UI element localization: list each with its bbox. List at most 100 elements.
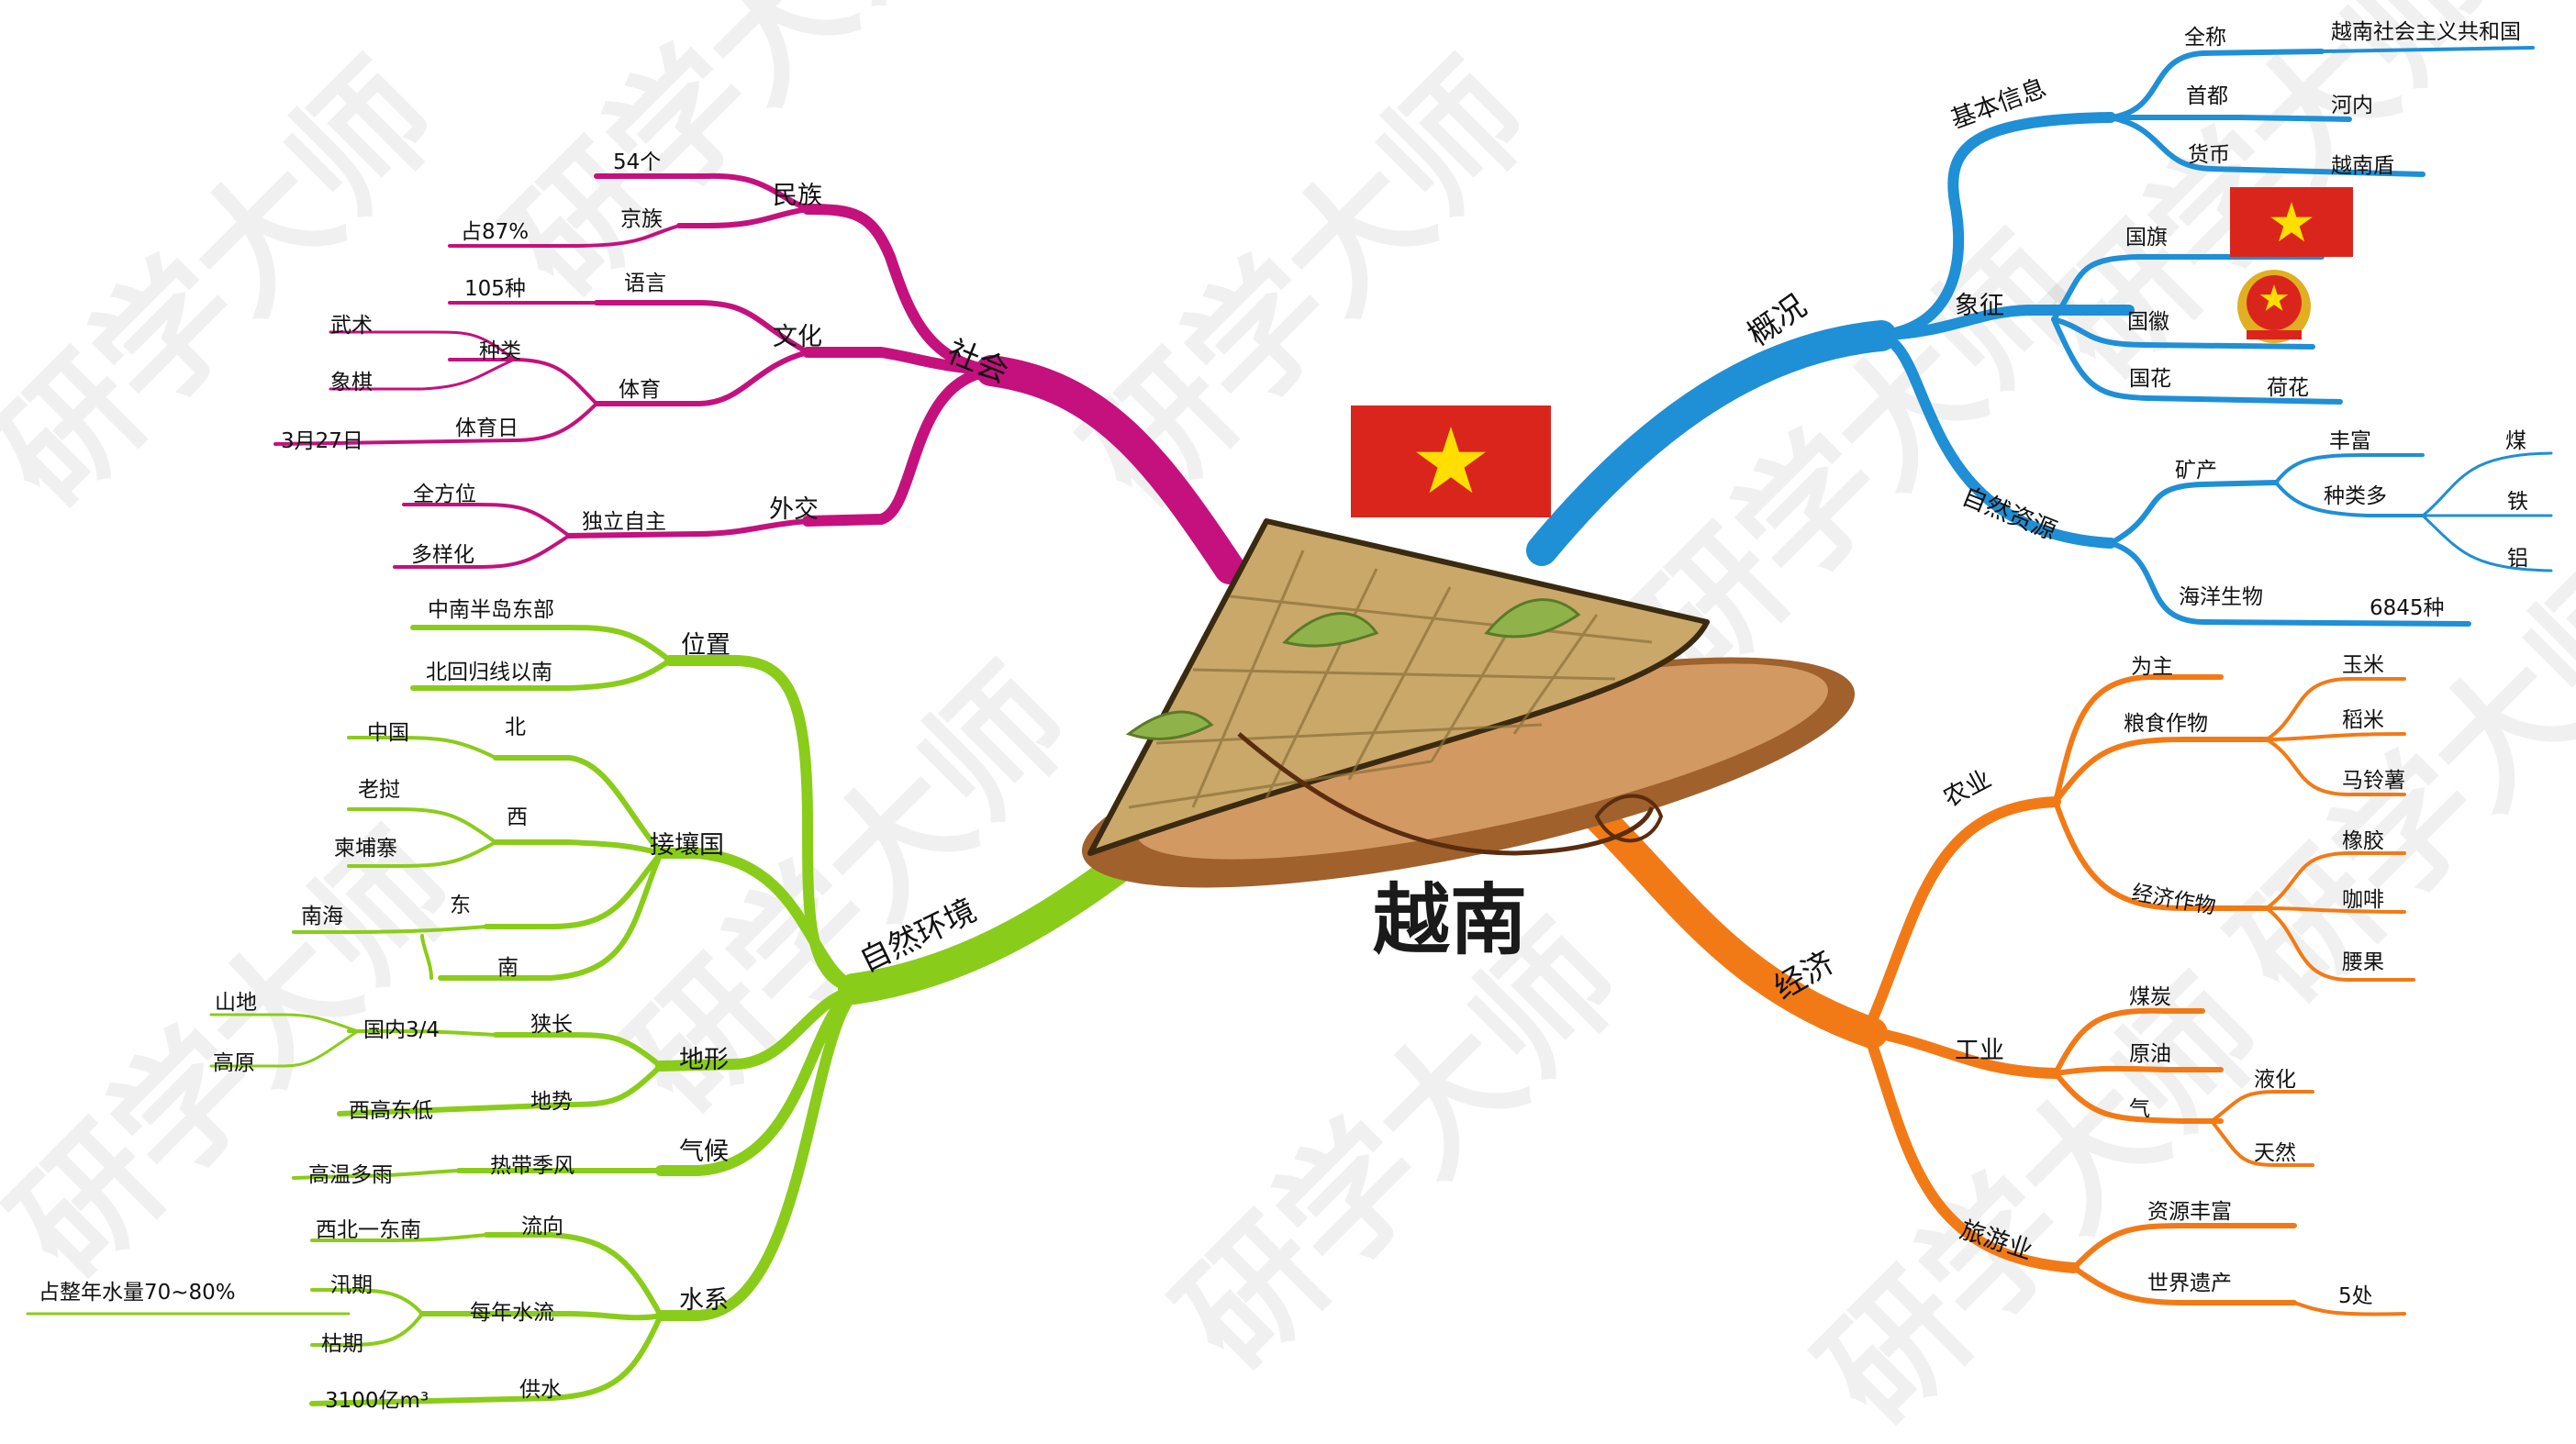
flood-label: 汛期 — [330, 1273, 373, 1297]
all-round-label: 全方位 — [413, 483, 476, 506]
currency-label: 货币 — [2188, 143, 2230, 167]
natural-label: 天然 — [2254, 1141, 2296, 1165]
nature-labels: 自然环境 位置 中南半岛东部 北回归线以南 接壤国 北 中国 西 老挝 柬埔寨 … — [39, 598, 982, 1413]
water-label: 水系 — [679, 1286, 729, 1315]
full-name-value: 越南社会主义共和国 — [2331, 20, 2521, 44]
kinh-share: 占87% — [461, 220, 529, 244]
neighbors-label: 接壤国 — [650, 831, 724, 860]
trend-value: 西高东低 — [349, 1099, 433, 1123]
marine-label: 海洋生物 — [2179, 585, 2263, 609]
flood-share: 占整年水量70~80% — [39, 1281, 236, 1305]
many-kinds-label: 种类多 — [2324, 484, 2387, 508]
terrain-label: 地形 — [679, 1046, 729, 1074]
china-label: 中国 — [367, 721, 409, 745]
south-sea-label: 南海 — [301, 905, 343, 928]
rice-label: 稻米 — [2342, 708, 2384, 732]
language-value: 105种 — [464, 277, 526, 301]
full-name-label: 全称 — [2184, 26, 2226, 50]
terrain-share: 国内3/4 — [363, 1018, 440, 1042]
aluminum-label: 铝 — [2507, 547, 2528, 571]
sports-label: 体育 — [619, 378, 661, 402]
symbol-label: 象征 — [1955, 292, 2004, 320]
center-title: 越南 — [1373, 874, 1527, 965]
chess-label: 象棋 — [330, 371, 373, 394]
coffee-label: 咖啡 — [2342, 888, 2384, 912]
location-value-1: 中南半岛东部 — [428, 598, 554, 622]
supply-value: 3100亿m³ — [325, 1389, 429, 1413]
main-label: 为主 — [2131, 655, 2173, 679]
corn-label: 玉米 — [2342, 653, 2384, 677]
watermark-8: 研学大师 — [1149, 897, 1651, 1399]
west-label: 西 — [507, 805, 528, 829]
capital-value: 河内 — [2331, 94, 2373, 117]
agriculture-label: 农业 — [1939, 764, 1996, 813]
rich-label: 丰富 — [2329, 429, 2371, 453]
dry-label: 枯期 — [321, 1332, 363, 1356]
trend-label: 地势 — [530, 1090, 573, 1114]
flag-label: 国旗 — [2125, 226, 2168, 250]
laos-label: 老挝 — [358, 778, 400, 802]
coal-label: 煤 — [2505, 429, 2526, 453]
cambodia-label: 柬埔寨 — [334, 837, 397, 861]
climate-type: 热带季风 — [490, 1154, 574, 1178]
iron-label: 铁 — [2507, 490, 2528, 514]
location-value-2: 北回归线以南 — [426, 661, 552, 684]
supply-label: 供水 — [519, 1378, 562, 1402]
diverse-label: 多样化 — [411, 543, 474, 567]
watermark-2: 研学大师 — [479, 0, 981, 326]
emblem-label: 国徽 — [2127, 310, 2169, 334]
heritage-value: 5处 — [2338, 1284, 2373, 1308]
location-label: 位置 — [681, 631, 730, 660]
flower-value: 荷花 — [2267, 376, 2309, 400]
east-label: 东 — [450, 894, 471, 917]
oil-label: 原油 — [2129, 1042, 2171, 1066]
rubber-label: 橡胶 — [2342, 829, 2384, 853]
flower-label: 国花 — [2129, 367, 2171, 391]
sports-day-label: 体育日 — [455, 417, 519, 440]
culture-label: 文化 — [773, 323, 822, 351]
heritage-label: 世界遗产 — [2147, 1272, 2232, 1295]
kinds-label: 种类 — [479, 339, 521, 363]
ethnic-count: 54个 — [613, 150, 661, 174]
marine-value: 6845种 — [2370, 596, 2445, 620]
liquefied-label: 液化 — [2254, 1068, 2296, 1092]
national-flag-image — [2230, 187, 2353, 257]
sports-day-value: 3月27日 — [281, 429, 363, 453]
narrow-label: 狭长 — [530, 1013, 573, 1037]
resources-label: 自然资源 — [1957, 483, 2060, 546]
plateau-label: 高原 — [213, 1051, 255, 1075]
flow-label: 流向 — [521, 1215, 563, 1239]
industry-label: 工业 — [1955, 1037, 2004, 1065]
branch-society — [273, 172, 1245, 584]
annual-flow-label: 每年水流 — [470, 1301, 554, 1325]
national-emblem-image — [2237, 270, 2311, 343]
wushu-label: 武术 — [330, 314, 373, 338]
ethnic-label: 民族 — [773, 182, 822, 210]
gas-label: 气 — [2129, 1097, 2150, 1121]
branch-economy — [1526, 674, 2415, 1316]
climate-desc: 高温多雨 — [308, 1163, 393, 1187]
language-label: 语言 — [624, 272, 666, 295]
tourism-rich-label: 资源丰富 — [2147, 1200, 2232, 1224]
society-labels: 社会 民族 54个 京族 占87% 文化 语言 105种 体育 种类 武术 象棋… — [281, 150, 1014, 567]
branch-overview — [1526, 46, 2553, 627]
center-flag — [1351, 405, 1551, 517]
watermark-1: 研学大师 — [0, 35, 468, 537]
climate-label: 气候 — [679, 1138, 729, 1166]
capital-label: 首都 — [2186, 84, 2228, 108]
cash-crops-label: 经济作物 — [2130, 881, 2217, 919]
diplomacy-label: 外交 — [769, 495, 819, 524]
cashew-label: 腰果 — [2342, 950, 2384, 974]
north-label: 北 — [505, 716, 526, 739]
mountain-label: 山地 — [215, 991, 257, 1015]
flow-value: 西北一东南 — [316, 1218, 421, 1242]
independent-label: 独立自主 — [582, 510, 666, 534]
minerals-label: 矿产 — [2175, 459, 2217, 483]
south-label: 南 — [497, 956, 519, 980]
currency-value: 越南盾 — [2331, 154, 2394, 178]
coal-industry-label: 煤炭 — [2129, 985, 2171, 1009]
kinh-label: 京族 — [620, 207, 663, 231]
grain-label: 粮食作物 — [2124, 712, 2208, 736]
